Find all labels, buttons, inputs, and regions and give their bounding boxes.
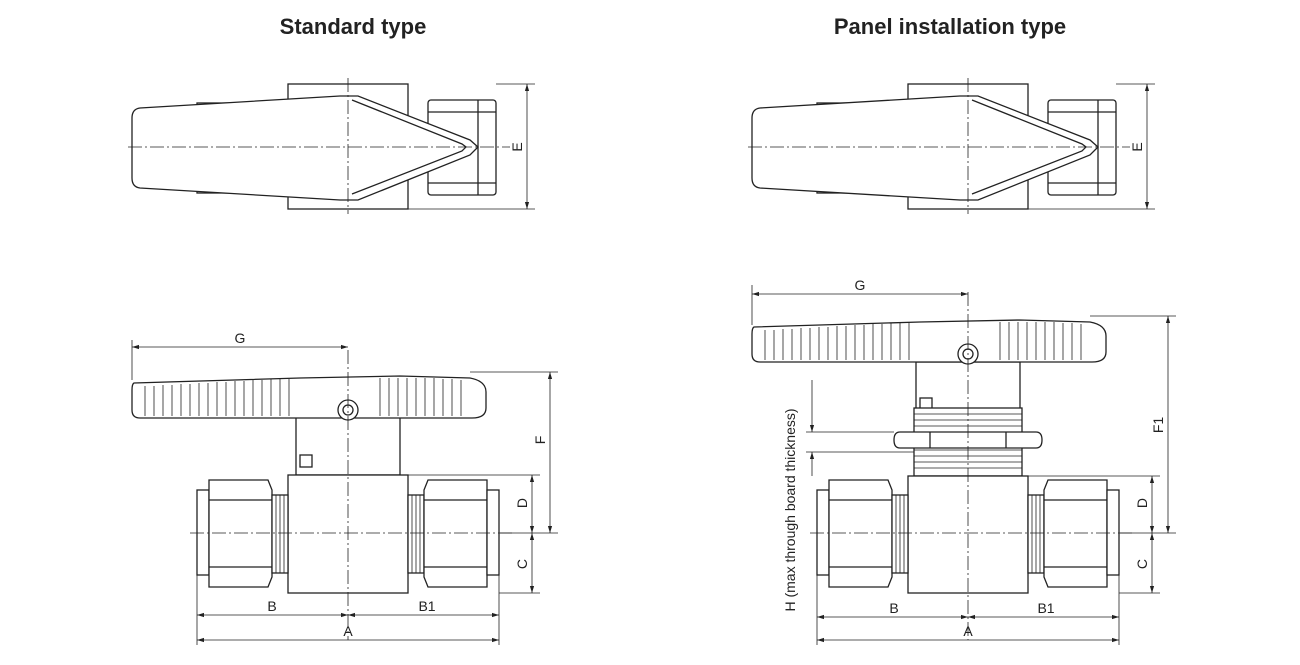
- panel-dim-c-label: C: [1134, 559, 1150, 569]
- panel-type-title: Panel installation type: [833, 14, 1067, 39]
- dim-f-label: F: [532, 436, 548, 445]
- dim-h-label: H (max through board thickness): [782, 408, 798, 611]
- handle-grip: [144, 378, 462, 416]
- panel-dim-e-label: E: [1129, 142, 1145, 151]
- panel-dim-b1-label: B1: [1037, 600, 1054, 616]
- dim-c-label: C: [514, 559, 530, 569]
- dim-d-label: D: [514, 498, 530, 508]
- panel-front-view: G H (max through board thickness) F1 D C…: [751, 277, 1176, 645]
- standard-top-view: E: [128, 78, 535, 214]
- panel-dim-g-label: G: [855, 277, 866, 293]
- panel-dim-a-label: A: [963, 623, 973, 639]
- dim-e-label: E: [509, 142, 525, 151]
- dim-a-label: A: [343, 623, 353, 639]
- panel-dim-b-label: B: [889, 600, 898, 616]
- standard-type-title: Standard type: [279, 14, 427, 39]
- dim-b1-label: B1: [418, 598, 435, 614]
- dim-g-label: G: [235, 330, 246, 346]
- panel-dim-d-label: D: [1134, 498, 1150, 508]
- dim-b-label: B: [267, 598, 276, 614]
- standard-front-view: G F D C B B1 A: [131, 330, 558, 645]
- dim-f1-label: F1: [1150, 417, 1166, 434]
- panel-handle-grip: [764, 322, 1082, 360]
- panel-top-view: E: [748, 78, 1155, 214]
